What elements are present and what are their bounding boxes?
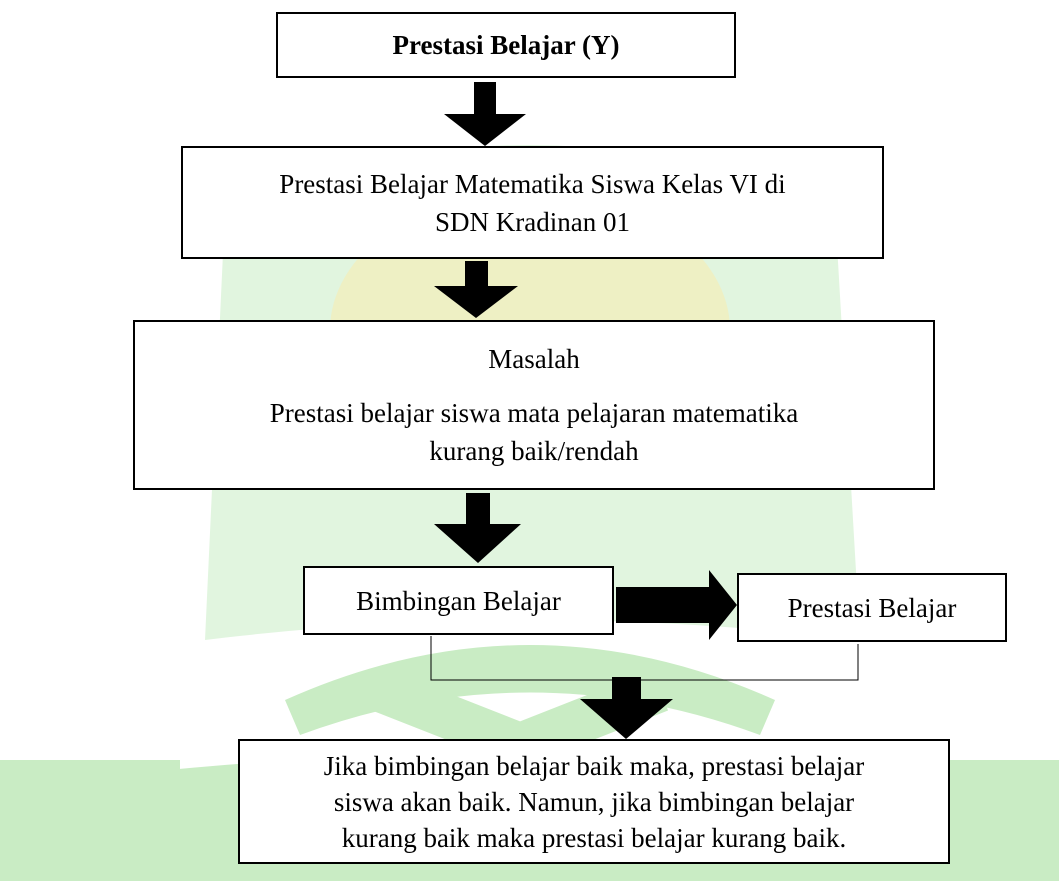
box-guidance: Bimbingan Belajar (303, 566, 614, 635)
watermark-book (285, 645, 775, 735)
box-variable-y: Prestasi Belajar (Y) (276, 12, 736, 78)
box-problem-heading: Masalah (488, 344, 580, 374)
box-problem: Masalah Prestasi belajar siswa mata pela… (133, 320, 935, 490)
box-conclusion-line-2: siswa akan baik. Namun, jika bimbingan b… (333, 786, 855, 817)
box-conclusion-line-3: kurang baik maka prestasi belajar kurang… (341, 822, 847, 853)
bracket-line (430, 636, 859, 681)
down-arrow-icon (444, 82, 526, 146)
down-arrow-icon (434, 493, 521, 563)
box-conclusion: Jika bimbingan belajar baik maka, presta… (238, 739, 950, 864)
right-arrow-icon (616, 570, 737, 640)
down-arrow-icon (434, 261, 518, 318)
box-achievement-text: Prestasi Belajar (787, 592, 957, 623)
box-problem-line-1: Prestasi belajar siswa mata pelajaran ma… (269, 398, 799, 428)
box-variable-y-text: Prestasi Belajar (Y) (392, 30, 620, 60)
box-context: Prestasi Belajar Matematika Siswa Kelas … (181, 146, 884, 259)
box-problem-line-2: kurang baik/rendah (429, 436, 639, 466)
box-context-line-2: SDN Kradinan 01 (435, 206, 630, 237)
box-achievement: Prestasi Belajar (737, 573, 1007, 642)
watermark-left-ribbon (0, 760, 180, 790)
box-guidance-text: Bimbingan Belajar (356, 585, 561, 616)
down-arrow-icon (580, 677, 673, 739)
box-conclusion-line-1: Jika bimbingan belajar baik maka, presta… (323, 750, 865, 781)
box-context-line-1: Prestasi Belajar Matematika Siswa Kelas … (279, 168, 786, 199)
